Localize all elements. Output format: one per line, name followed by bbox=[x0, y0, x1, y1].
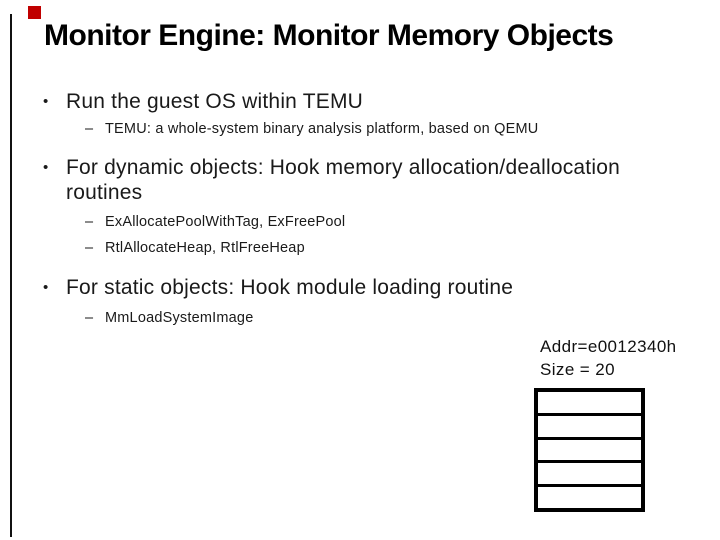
bullet-dot-icon: • bbox=[43, 159, 49, 176]
slide-title: Monitor Engine: Monitor Memory Objects bbox=[44, 19, 614, 52]
memory-cell bbox=[538, 415, 641, 440]
bullet-dot-icon: • bbox=[43, 93, 49, 110]
sub-bullet-item: – MmLoadSystemImage bbox=[85, 309, 253, 328]
memory-cell bbox=[538, 487, 641, 508]
sub-bullet-text: TEMU: a whole-system binary analysis pla… bbox=[105, 121, 539, 137]
memory-stack bbox=[534, 388, 645, 512]
bullet-text: For static objects: Hook module loading … bbox=[66, 276, 514, 299]
memory-cell bbox=[538, 392, 641, 416]
sub-bullet-item: – RtlAllocateHeap, RtlFreeHeap bbox=[85, 239, 305, 258]
bullet-item: • For dynamic objects: Hook memory alloc… bbox=[43, 155, 666, 205]
memory-diagram-labels: Addr=e0012340h Size = 20 bbox=[540, 335, 677, 381]
bullet-item: • Run the guest OS within TEMU bbox=[43, 89, 363, 114]
memory-size-label: Size = 20 bbox=[540, 360, 615, 379]
dash-icon: – bbox=[85, 214, 94, 230]
dash-icon: – bbox=[85, 310, 94, 326]
sub-bullet-text: MmLoadSystemImage bbox=[105, 310, 254, 326]
memory-cell bbox=[538, 439, 641, 464]
memory-address-label: Addr=e0012340h bbox=[540, 337, 677, 356]
sub-bullet-item: – ExAllocatePoolWithTag, ExFreePool bbox=[85, 213, 345, 232]
bullet-text: Run the guest OS within TEMU bbox=[66, 90, 364, 113]
bullet-dot-icon: • bbox=[43, 279, 49, 296]
memory-cell bbox=[538, 463, 641, 488]
bullet-text: For dynamic objects: Hook memory allocat… bbox=[66, 156, 620, 204]
sub-bullet-text: RtlAllocateHeap, RtlFreeHeap bbox=[105, 240, 305, 256]
accent-square bbox=[28, 6, 41, 19]
left-rule-line bbox=[10, 14, 12, 537]
bullet-item: • For static objects: Hook module loadin… bbox=[43, 275, 513, 300]
sub-bullet-text: ExAllocatePoolWithTag, ExFreePool bbox=[105, 214, 346, 230]
dash-icon: – bbox=[85, 121, 94, 137]
sub-bullet-item: – TEMU: a whole-system binary analysis p… bbox=[85, 120, 538, 139]
dash-icon: – bbox=[85, 240, 94, 256]
